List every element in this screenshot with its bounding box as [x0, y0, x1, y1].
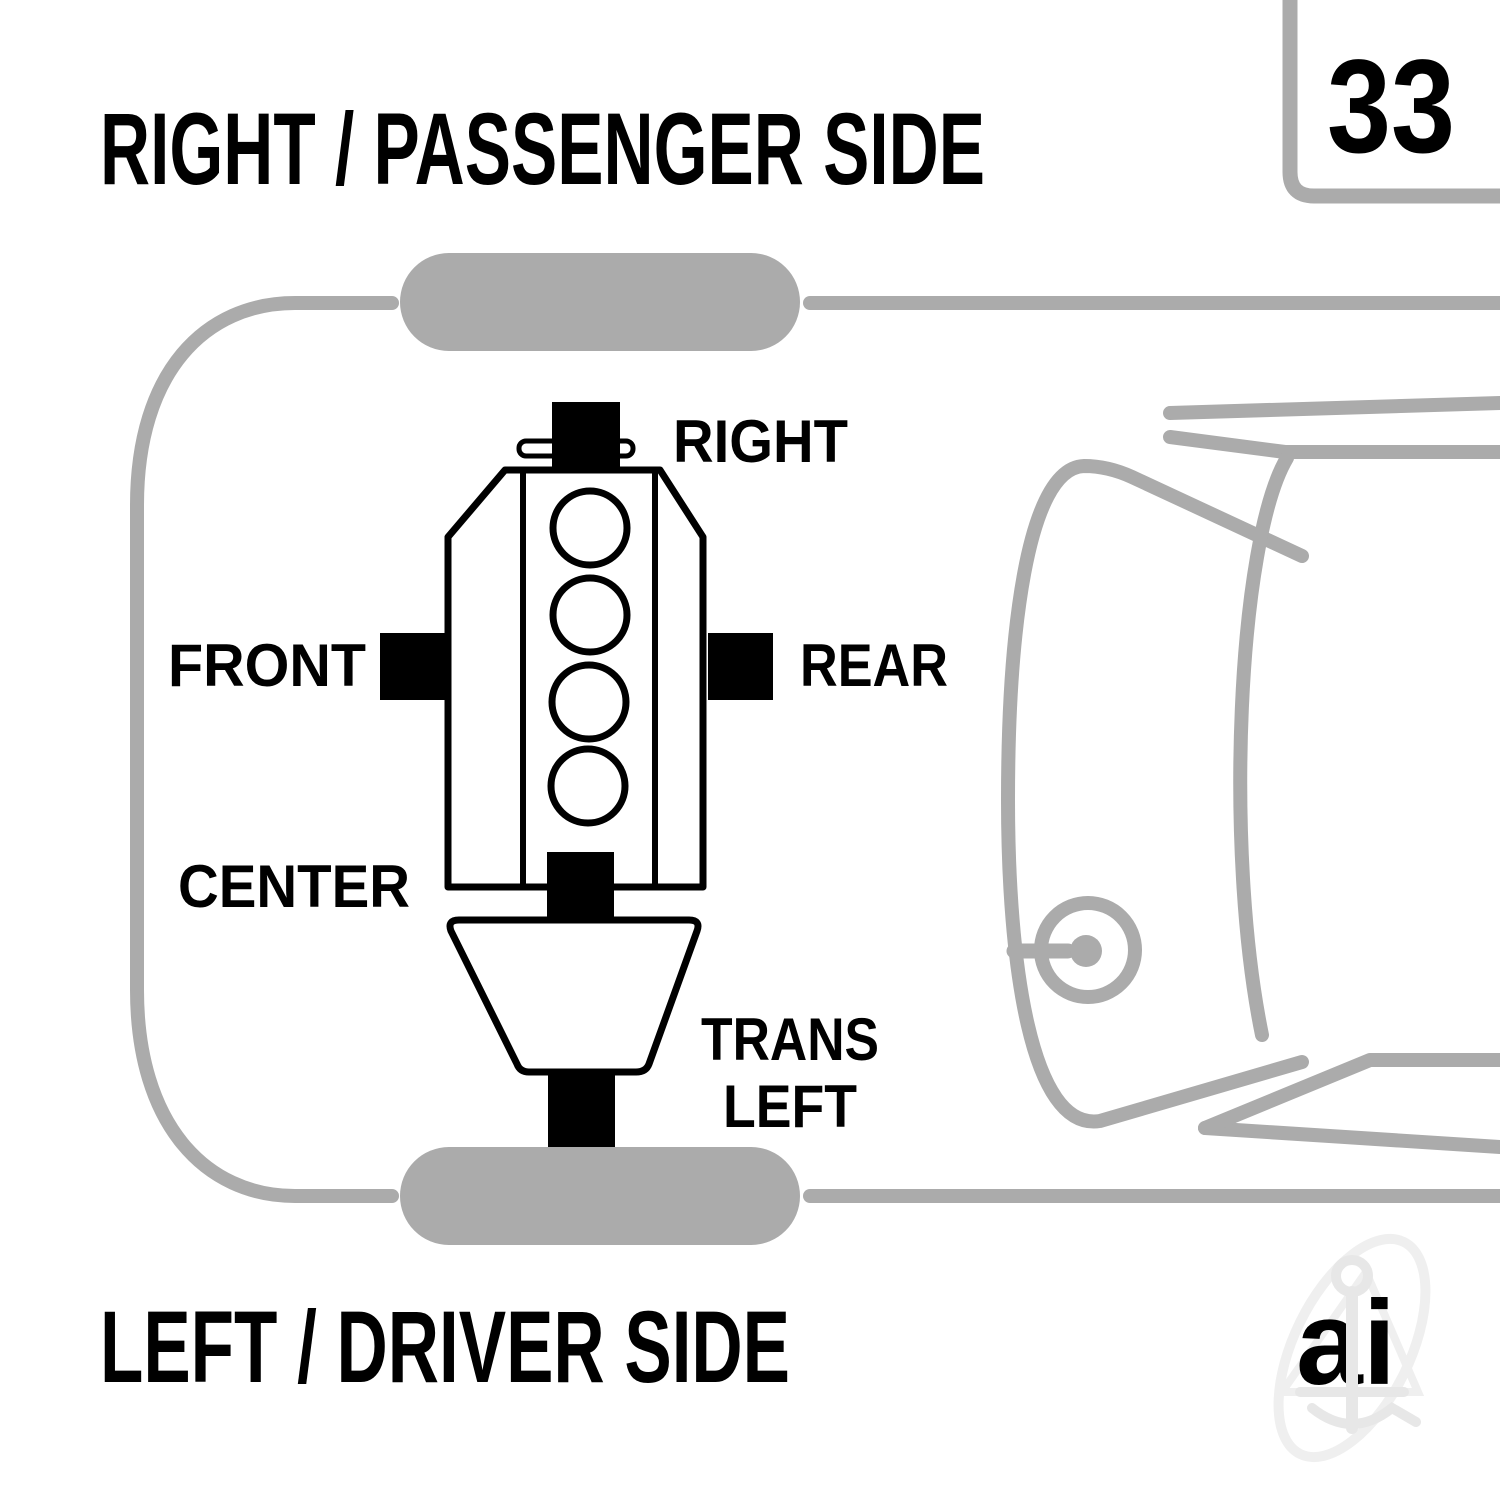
- wheel-passenger-side: [400, 253, 800, 351]
- watermark-orbit-swoosh-icon: [1273, 1233, 1431, 1463]
- mount-label-rear: REAR: [800, 632, 948, 699]
- watermark-anchor-logo: ai: [1273, 1233, 1431, 1463]
- mount-label-trans-line1: TRANS: [701, 1006, 879, 1073]
- mount-marker-front: [380, 633, 448, 700]
- watermark-anchor-fluke-icon: [1307, 1401, 1421, 1429]
- windshield-base-arc: [1233, 451, 1294, 1042]
- cylinder-2-icon: [549, 574, 631, 656]
- page-number: 33: [1327, 33, 1455, 181]
- car-body-outline: [130, 296, 1500, 1203]
- cylinder-1-icon: [549, 487, 631, 569]
- hood-line-bottom-inner: [1198, 1053, 1500, 1135]
- steering-wheel-hub-icon: [1070, 935, 1102, 967]
- hood-line-top-outer: [1163, 396, 1500, 420]
- mount-marker-center: [547, 852, 614, 917]
- mount-marker-rear: [708, 633, 773, 700]
- transmission-outline: [446, 916, 702, 1076]
- engine-schematic: [444, 438, 707, 1076]
- wheel-driver-side: [400, 1147, 800, 1245]
- mount-label-center: CENTER: [178, 853, 410, 920]
- page-number-box-border: [1282, 0, 1500, 204]
- mount-label-front: FRONT: [168, 632, 366, 699]
- windshield-front-arc: [1001, 459, 1309, 1129]
- mount-marker-right: [552, 402, 620, 468]
- hood-line-top-inner: [1163, 430, 1500, 459]
- mount-label-right: RIGHT: [673, 408, 848, 475]
- mount-marker-trans-left: [548, 1075, 615, 1147]
- cylinder-4-icon: [547, 745, 629, 827]
- car-rear-outline: [130, 296, 399, 1203]
- hood-line-bottom-outer: [1198, 1121, 1500, 1154]
- side-title-top: RIGHT / PASSENGER SIDE: [100, 92, 985, 206]
- cylinder-3-icon: [548, 661, 630, 743]
- side-title-bottom: LEFT / DRIVER SIDE: [100, 1290, 790, 1404]
- mount-label-trans-line2: LEFT: [723, 1073, 857, 1140]
